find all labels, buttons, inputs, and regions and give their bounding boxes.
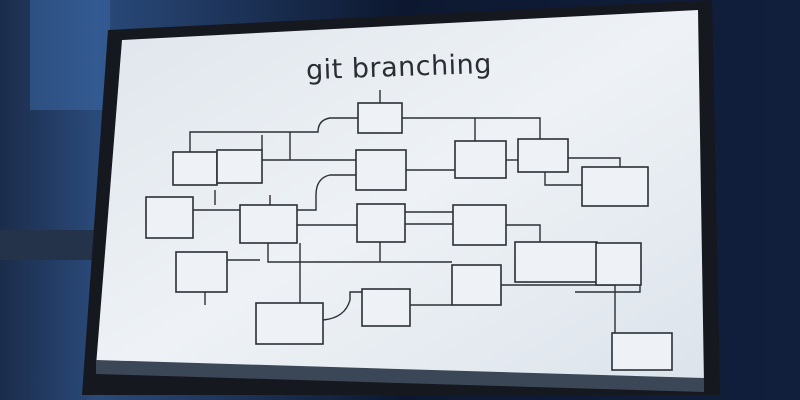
screen: [96, 10, 704, 384]
taskbar: [96, 360, 704, 392]
branch-box: [172, 151, 218, 186]
branch-box: [216, 149, 263, 184]
diagram-title: git branching: [305, 48, 493, 87]
branch-box: [514, 241, 598, 283]
window-glow: [30, 0, 110, 110]
branch-box: [145, 196, 194, 239]
branch-box: [595, 242, 642, 286]
branch-box: [451, 264, 502, 306]
commit-boxes: [145, 102, 673, 371]
branch-box: [239, 204, 298, 244]
branch-box: [255, 302, 324, 345]
branch-box: [361, 288, 411, 327]
branch-box: [517, 138, 569, 173]
branch-box: [175, 251, 228, 293]
branch-box: [454, 140, 507, 179]
branch-box: [355, 149, 407, 191]
branch-box: [357, 102, 403, 134]
branch-box: [611, 332, 673, 371]
branch-box: [356, 203, 406, 243]
branch-box: [452, 204, 507, 246]
branch-box: [581, 166, 649, 207]
shelf: [0, 230, 100, 260]
